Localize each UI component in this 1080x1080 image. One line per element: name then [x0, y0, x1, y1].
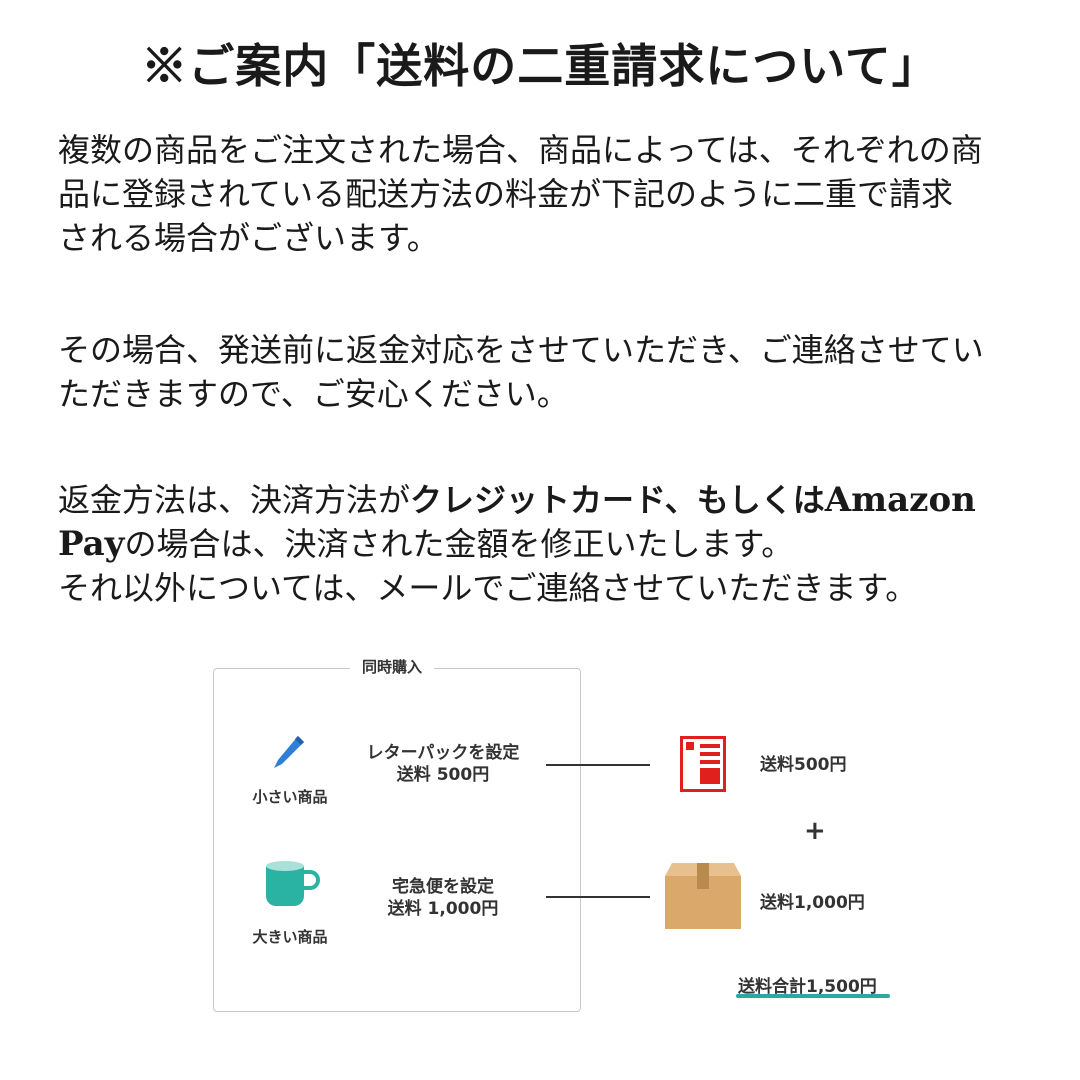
paragraph-refund-notice: その場合、発送前に返金対応をさせていただき、ご連絡させてい ただきますので、ご安… — [58, 328, 1038, 416]
large-connector-line — [546, 896, 650, 898]
small-method-line1: レターパックを設定 — [366, 743, 520, 763]
mug-icon — [266, 861, 320, 906]
letterpack-icon — [680, 736, 726, 792]
small-connector-line — [546, 764, 650, 766]
refund-method-prefix: 返金方法は、決済方法が — [58, 481, 411, 519]
large-item-method: 宅急便を設定 送料 1,000円 — [348, 876, 538, 920]
simultaneous-purchase-frame — [213, 668, 581, 1012]
total-underline — [736, 994, 890, 998]
plus-sign: + — [804, 816, 826, 846]
small-method-line2: 送料 500円 — [396, 765, 490, 785]
small-item-method: レターパックを設定 送料 500円 — [348, 742, 538, 786]
paragraph1-line1: 複数の商品をご注文された場合、商品によっては、それぞれの商 — [58, 131, 983, 169]
shipping-total: 送料合計1,500円 — [738, 977, 877, 997]
paragraph3-line1: 返金方法は、決済方法がクレジットカード、もしくはAmazon — [58, 478, 1038, 522]
large-method-line1: 宅急便を設定 — [392, 877, 494, 897]
paragraph2-line1: その場合、発送前に返金対応をさせていただき、ご連絡させてい — [58, 331, 984, 369]
amazon-text: Amazon — [824, 480, 976, 520]
paragraph3-line2: Payの場合は、決済された金額を修正いたします。 — [58, 522, 1038, 566]
paragraph2-line2: ただきますので、ご安心ください。 — [58, 375, 569, 413]
large-method-line2: 送料 1,000円 — [387, 899, 499, 919]
refund-method-rest: の場合は、決済された金額を修正いたします。 — [124, 525, 794, 563]
pen-icon — [274, 736, 304, 768]
paragraph1-line3: される場合がございます。 — [58, 219, 439, 257]
payment-methods-bold: クレジットカード、もしくは — [410, 481, 825, 519]
box-icon — [665, 863, 741, 929]
large-shipping-result: 送料1,000円 — [760, 893, 865, 913]
paragraph-notice: 複数の商品をご注文された場合、商品によっては、それぞれの商 品に登録されている配… — [58, 128, 1038, 260]
paragraph3-line3: それ以外については、メールでご連絡させていただきます。 — [58, 569, 918, 607]
paragraph-refund-method: 返金方法は、決済方法がクレジットカード、もしくはAmazon Payの場合は、決… — [58, 478, 1038, 610]
paragraph1-line2: 品に登録されている配送方法の料金が下記のように二重で請求 — [58, 175, 954, 213]
frame-label: 同時購入 — [350, 656, 435, 677]
page-title: ※ご案内「送料の二重請求について」 — [141, 39, 939, 93]
pay-text: Pay — [58, 524, 125, 564]
large-item-label: 大きい商品 — [252, 928, 328, 946]
small-shipping-result: 送料500円 — [760, 755, 847, 775]
shipping-diagram: 同時購入 小さい商品 レターパックを設定 送料 500円 送料500円 + 大き… — [0, 640, 1080, 1040]
small-item-label: 小さい商品 — [252, 788, 328, 806]
